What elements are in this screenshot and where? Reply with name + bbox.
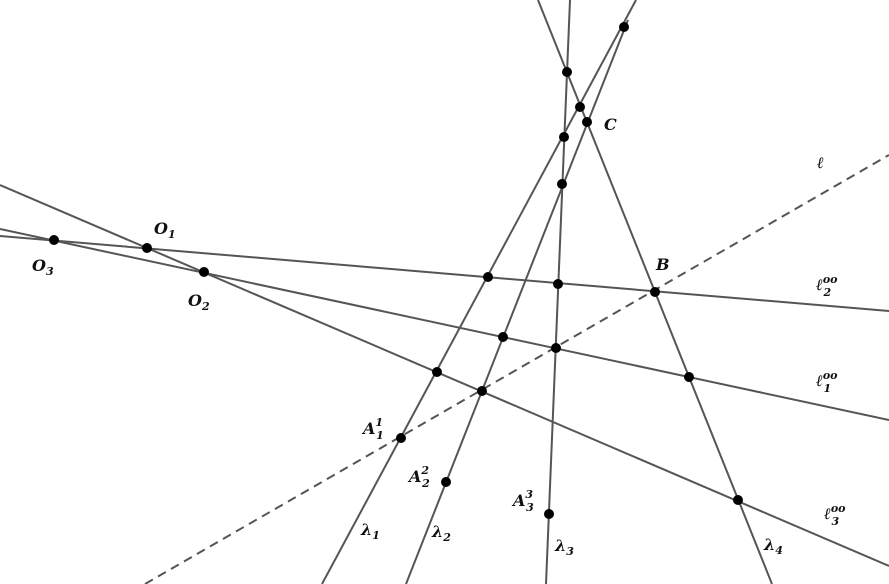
- label-lambda-3: λ3: [554, 536, 574, 558]
- point-mid-3: [498, 332, 508, 342]
- line-l3oo: [0, 184, 889, 567]
- point-O2: [199, 267, 209, 277]
- label-O3: O3: [32, 256, 54, 278]
- point-upper-2: [557, 179, 567, 189]
- point-O1: [142, 243, 152, 253]
- point-top: [619, 22, 629, 32]
- point-A22: [441, 477, 451, 487]
- line-l2oo: [0, 235, 889, 312]
- point-top-3: [575, 102, 585, 112]
- point-C: [582, 117, 592, 127]
- label-O1: O1: [154, 219, 176, 241]
- label-ell: ℓ: [816, 153, 824, 172]
- point-A11: [396, 433, 406, 443]
- point-mid-6: [684, 372, 694, 382]
- line-lambda-2: [405, 19, 629, 584]
- point-O3: [49, 235, 59, 245]
- points: [49, 22, 743, 519]
- line-lambda-1: [321, 0, 637, 584]
- label-lambda-4: λ4: [763, 535, 783, 557]
- point-low: [733, 495, 743, 505]
- label-O2: O2: [188, 291, 210, 313]
- point-A33: [544, 509, 554, 519]
- label-B: B: [655, 255, 670, 274]
- line-lambda-3: [545, 0, 571, 584]
- point-mid-2: [553, 279, 563, 289]
- point-mid-7: [477, 386, 487, 396]
- point-upper: [559, 132, 569, 142]
- label-lambda-1: λ1: [360, 520, 380, 542]
- label-C: C: [604, 115, 617, 134]
- line-ell: [144, 154, 889, 584]
- point-mid-5: [432, 367, 442, 377]
- point-mid-1: [483, 272, 493, 282]
- line-l1oo: [0, 228, 889, 421]
- point-top-2: [562, 67, 572, 77]
- point-B: [650, 287, 660, 297]
- point-mid-4: [551, 343, 561, 353]
- label-lambda-2: λ2: [431, 522, 451, 544]
